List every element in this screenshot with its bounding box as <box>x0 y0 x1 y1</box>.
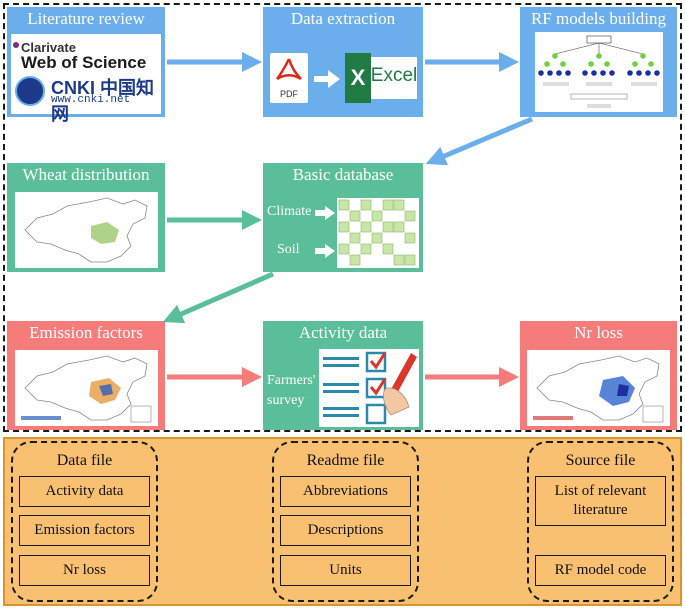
excel-label: Excel <box>370 65 418 86</box>
data-extraction-title: Data extraction <box>290 9 396 28</box>
activity-data-box: Activity data Farmers' survey <box>263 321 423 430</box>
readme-file-item: Units <box>280 555 411 586</box>
cnki-text: CNKI 中国知网 <box>51 78 154 124</box>
checklist-icon <box>319 349 419 427</box>
readme-file-item: Descriptions <box>280 515 411 546</box>
workflow-frame <box>3 3 682 432</box>
farmers-survey-label: Farmers' survey <box>267 373 316 408</box>
rf-models-box: RF models building <box>520 7 677 117</box>
cnki-globe-icon <box>15 76 45 106</box>
emission-map-icon <box>15 350 158 426</box>
grid-icon <box>337 198 419 268</box>
readme-file-item: Abbreviations <box>280 476 411 507</box>
climate-label: Climate <box>267 204 312 219</box>
source-file-item: List of relevant literature <box>535 476 666 526</box>
china-map-icon <box>15 192 158 268</box>
source-file-item: RF model code <box>535 555 666 586</box>
nr-loss-title: Nr loss <box>574 323 623 342</box>
flow-arrows <box>162 52 533 387</box>
rf-models-title: RF models building <box>530 9 667 28</box>
readme-file-group: Readme file Abbreviations Descriptions U… <box>272 441 419 602</box>
source-file-title: Source file <box>565 452 636 469</box>
activity-data-title: Activity data <box>298 323 388 342</box>
clarivate-text: Clarivate <box>21 40 76 55</box>
arrow-icon <box>314 70 340 88</box>
readme-file-title: Readme file <box>306 452 385 469</box>
nr-loss-box: Nr loss <box>520 321 677 430</box>
clarivate-logo-icon <box>13 42 19 48</box>
literature-logos: Clarivate Web of Science CNKI 中国知网 www.c… <box>11 34 161 124</box>
excel-icon: X Excel <box>345 53 419 103</box>
literature-review-title: Literature review <box>27 9 145 28</box>
data-file-group: Data file Activity data Emission factors… <box>11 441 158 602</box>
data-file-item: Activity data <box>19 476 150 507</box>
basic-database-title: Basic database <box>292 165 394 184</box>
data-file-title: Data file <box>56 452 113 469</box>
web-of-science-text: Web of Science <box>21 53 147 72</box>
literature-review-box: Literature review Clarivate Web of Scien… <box>7 7 165 124</box>
climate-arrow-icon <box>315 206 335 220</box>
soil-label: Soil <box>277 242 300 257</box>
pdf-icon: PDF <box>270 53 308 103</box>
soil-arrow-icon <box>315 244 335 258</box>
emission-factors-box: Emission factors <box>7 321 165 430</box>
arrow-database-to-emission <box>162 271 274 324</box>
pdf-label: PDF <box>280 89 298 99</box>
emission-factors-title: Emission factors <box>29 323 143 342</box>
arrow-rf-to-database <box>425 116 533 166</box>
nr-loss-map-icon <box>527 350 670 426</box>
wheat-distribution-box: Wheat distribution <box>7 163 165 272</box>
data-file-item: Nr loss <box>19 555 150 586</box>
wheat-distribution-title: Wheat distribution <box>22 165 150 184</box>
basic-database-box: Basic database Climate Soil <box>263 163 423 272</box>
decision-tree-icon <box>535 32 663 112</box>
data-extraction-box: Data extraction PDF X Excel <box>263 7 423 117</box>
source-file-group: Source file List of relevant literature … <box>527 441 674 602</box>
cnki-url: www.cnki.net <box>51 94 131 106</box>
data-file-item: Emission factors <box>19 515 150 546</box>
